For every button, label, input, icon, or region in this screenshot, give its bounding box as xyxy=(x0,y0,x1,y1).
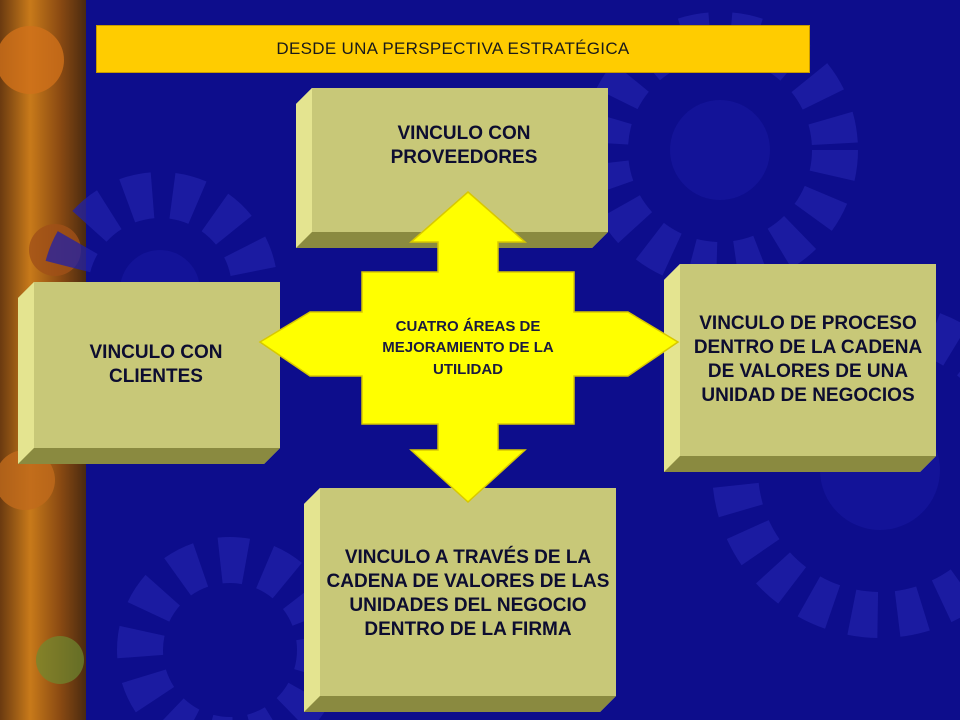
strip-gear-1 xyxy=(0,26,64,94)
label-proceso: VINCULO DE PROCESO DENTRO DE LA CADENA D… xyxy=(693,312,923,407)
label-clientes: VINCULO CON CLIENTES xyxy=(89,341,223,387)
box-clientes xyxy=(18,282,280,464)
title-bar: DESDE UNA PERSPECTIVA ESTRATÉGICA xyxy=(96,25,810,73)
label-proveedores: VINCULO CON PROVEEDORES xyxy=(390,122,538,168)
label-cadena-firma: VINCULO A TRAVÉS DE LA CADENA DE VALORES… xyxy=(326,546,610,641)
strip-gear-3 xyxy=(0,450,55,510)
box-proceso xyxy=(664,264,936,472)
strip-gear-4 xyxy=(36,636,84,684)
title-text: DESDE UNA PERSPECTIVA ESTRATÉGICA xyxy=(276,39,630,58)
center-label: CUATRO ÁREAS DE MEJORAMIENTO DE LA UTILI… xyxy=(382,318,554,378)
box-cadena-firma xyxy=(304,488,616,712)
box-proveedores xyxy=(296,88,608,248)
four-way-arrow-icon xyxy=(258,191,680,504)
